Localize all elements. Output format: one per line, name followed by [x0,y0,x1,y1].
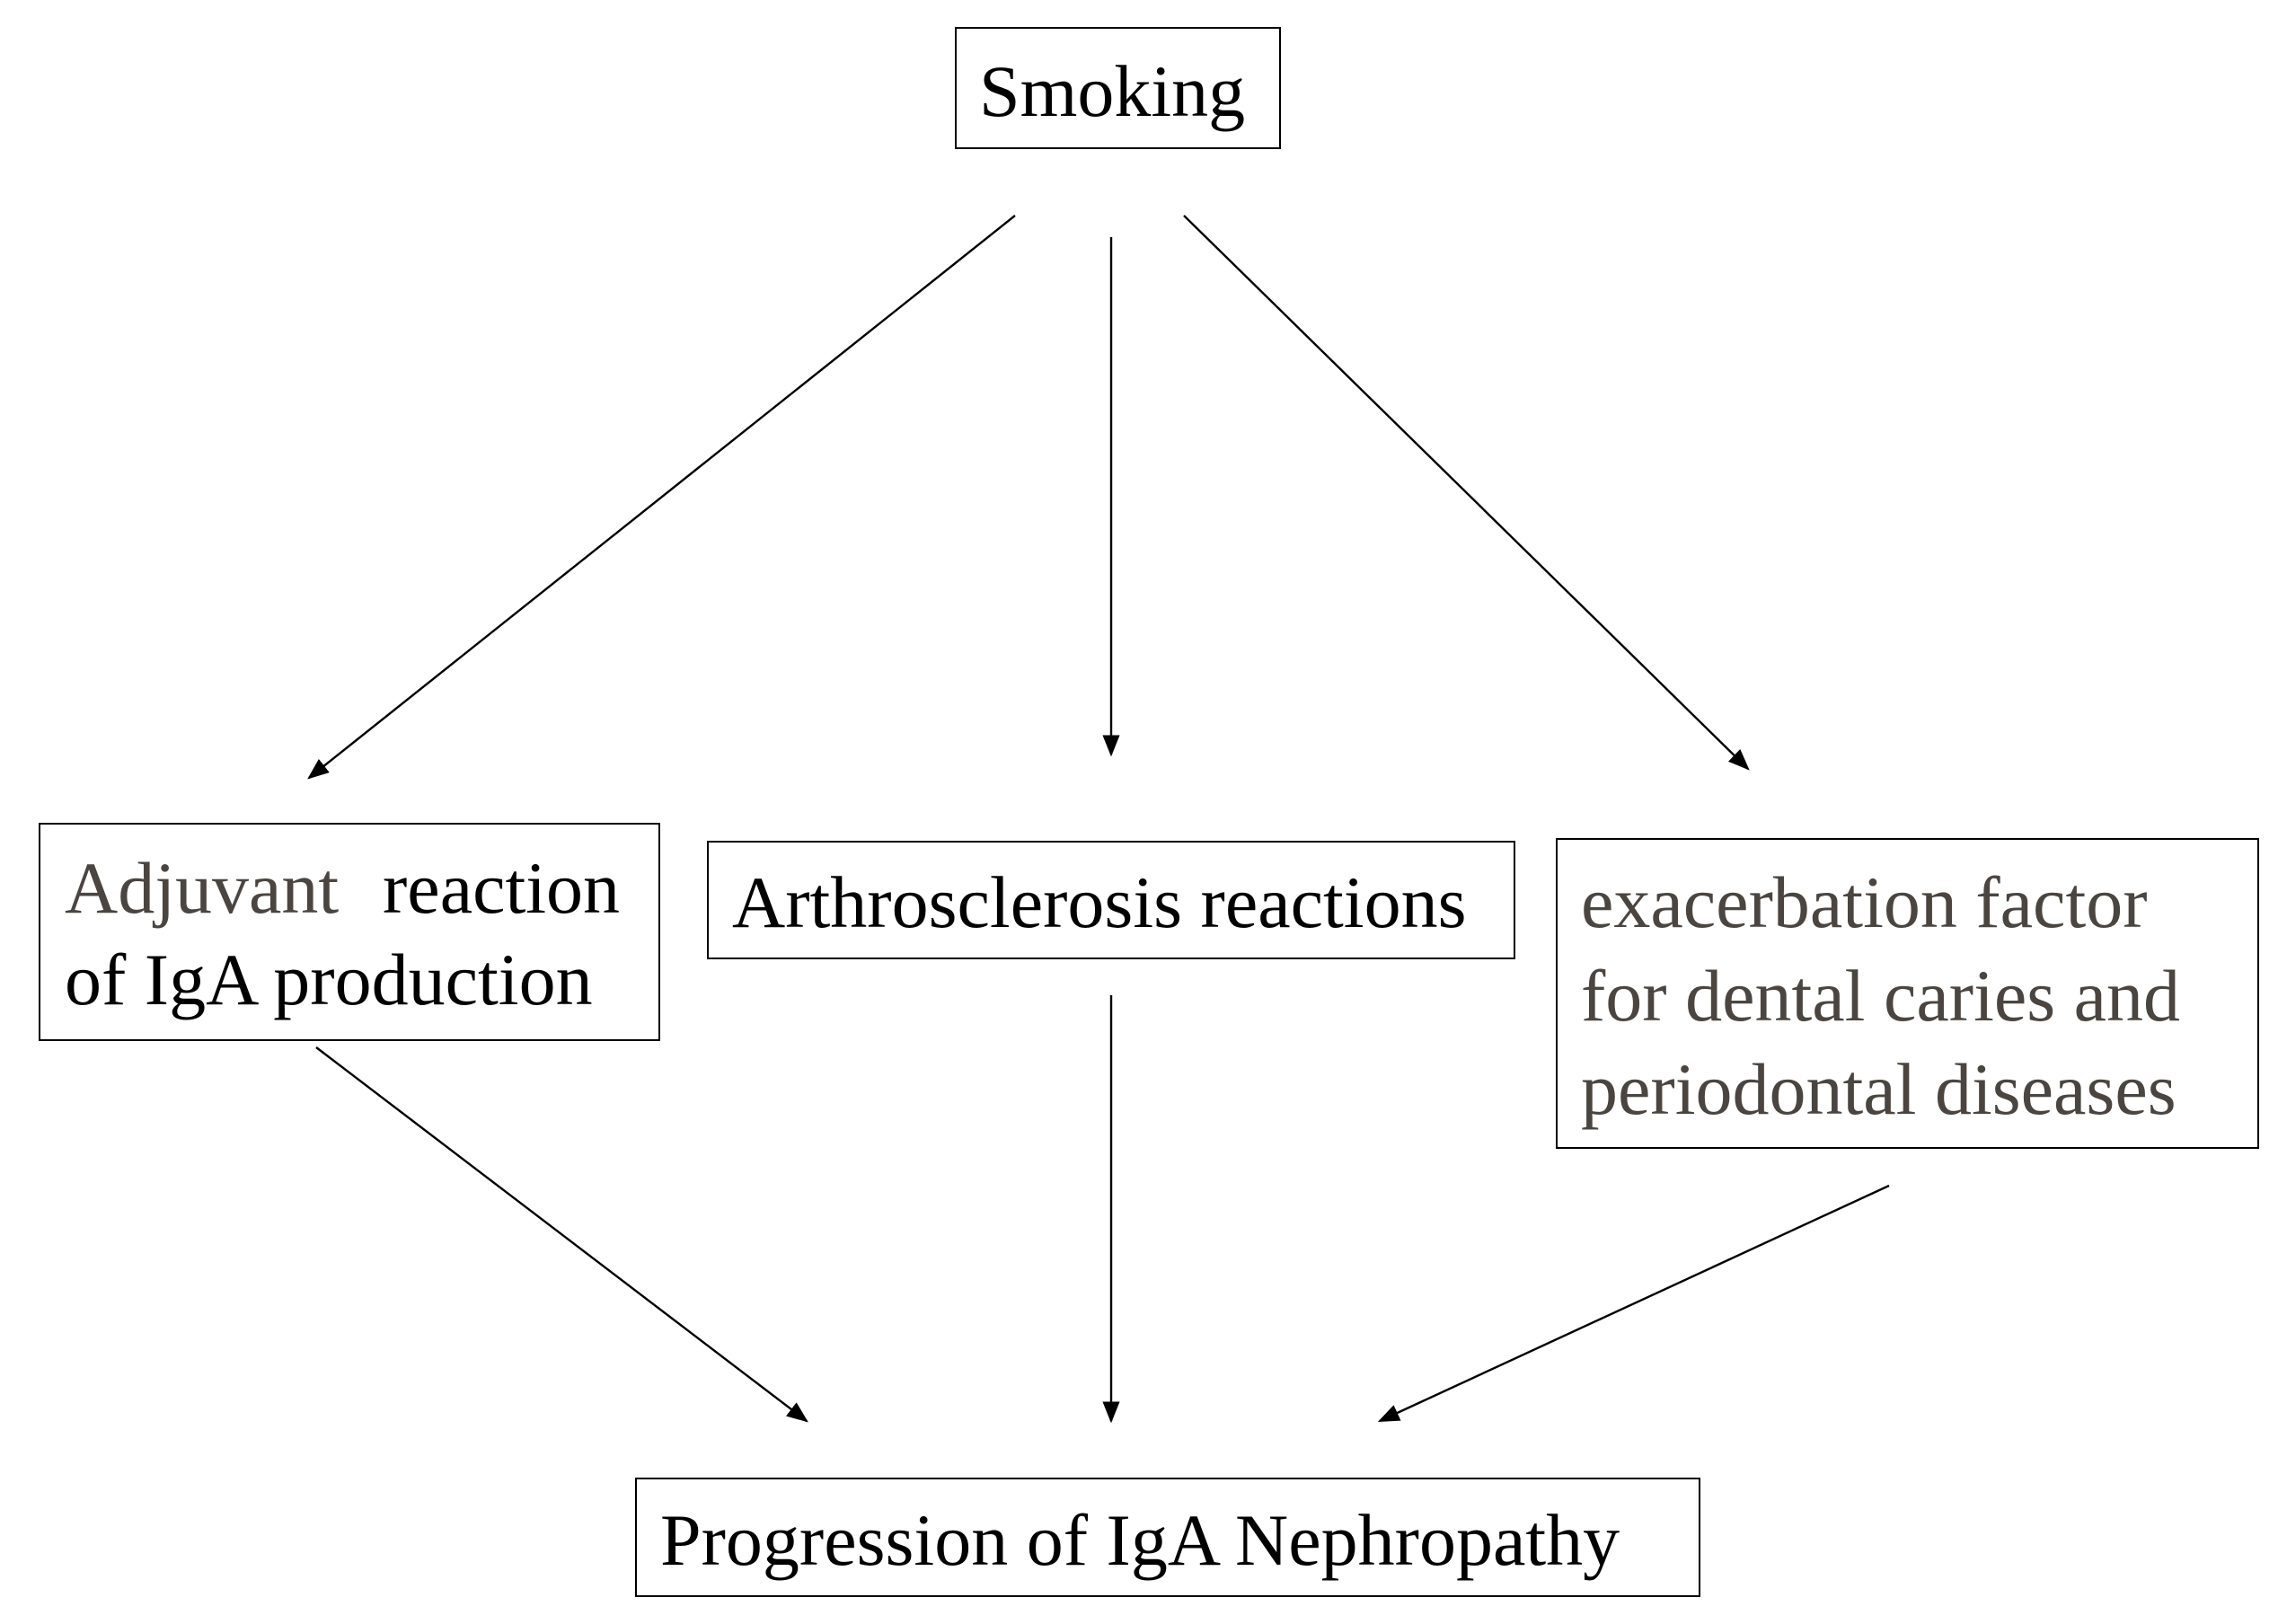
node-smoking [955,27,1281,149]
edge-exacerbation-to-progression [1377,1184,1890,1423]
edge-smoking-to-adjuvant [307,215,1016,780]
node-arthrosclerosis-label: Arthrosclerosis reactions [732,861,1467,943]
edge-adjuvant-to-progression [315,1046,808,1423]
edge-smoking-to-exacerbation [1183,215,1750,771]
node-adjuvant-line1-word2: reaction [383,847,621,929]
node-smoking-label: Smoking [979,50,1246,132]
node-exacerbation-line3: periodontal diseases [1581,1048,2176,1130]
node-exacerbation [1556,838,2259,1149]
node-adjuvant-line1-word1: Adjuvant [65,847,340,929]
node-adjuvant [39,823,660,1041]
node-exacerbation-line1: exacerbation factor [1581,861,2148,943]
node-arthrosclerosis [707,841,1515,959]
node-progression-label: Progression of IgA Nephropathy [660,1499,1620,1581]
node-progression [635,1478,1700,1597]
node-exacerbation-line2: for dental caries and [1581,955,2181,1037]
node-adjuvant-line2: of IgA production [65,939,593,1020]
